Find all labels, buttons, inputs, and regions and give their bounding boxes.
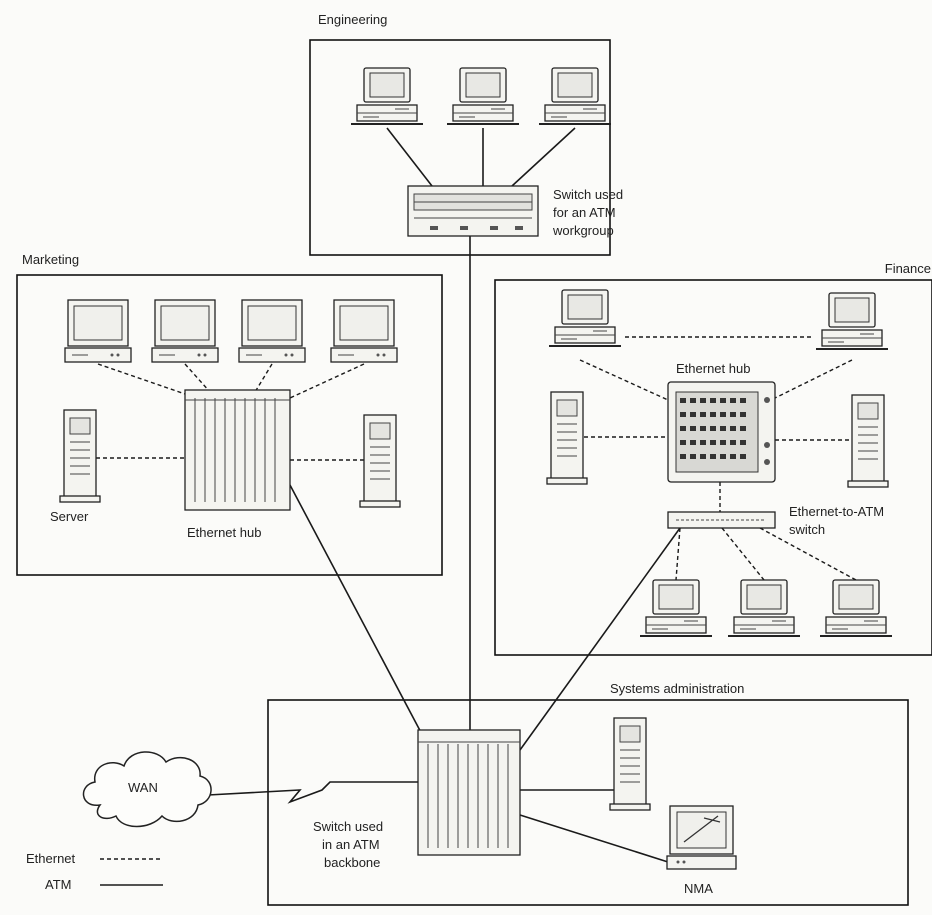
server-label: Server [50,509,89,524]
nma-label: NMA [684,881,713,896]
atm-link-wan [208,782,418,802]
eth-atm-switch-label-2: switch [789,522,825,537]
finance-hub-label: Ethernet hub [676,361,750,376]
marketing-title: Marketing [22,252,79,267]
marketing-monitor-icon [331,300,397,362]
atm-link-nma [520,815,668,862]
switch-workgroup-label-3: workgroup [552,223,614,238]
marketing-hub-label: Ethernet hub [187,525,261,540]
atm-backbone-switch-icon [418,730,520,855]
finance-computer-icon [640,580,712,636]
finance-title: Finance [885,261,931,276]
eth-link-mkt-pc3 [255,364,272,392]
engineering-computer-icon [539,68,611,124]
atm-link-finance [520,528,680,750]
switch-workgroup-label-2: for an ATM [553,205,616,220]
systems-admin-region [268,700,908,905]
marketing-ethernet-hub-icon [185,390,290,510]
switch-backbone-label-3: backbone [324,855,380,870]
eth-link-mkt-pc1 [98,364,188,395]
engineering-computer-icon [447,68,519,124]
marketing-monitor-icon [152,300,218,362]
marketing-tower-icon [360,415,400,507]
atm-link-marketing [290,485,425,740]
sysadmin-server-icon [610,718,650,810]
switch-workgroup-label-1: Switch used [553,187,623,202]
wan-label: WAN [128,780,158,795]
finance-tower-icon [547,392,587,484]
engineering-computer-icon [351,68,423,124]
legend: Ethernet ATM [26,851,163,892]
finance-computer-icon [549,290,621,346]
finance-computer-icon [820,580,892,636]
finance-computer-icon [728,580,800,636]
eth-link-mkt-pc4 [290,364,364,398]
finance-tower-icon [848,395,888,487]
marketing-monitor-icon [65,300,131,362]
atm-workgroup-switch-icon [408,186,538,236]
switch-backbone-label-2: in an ATM [322,837,380,852]
engineering-title: Engineering [318,12,387,27]
finance-computer-icon [816,293,888,349]
legend-atm-label: ATM [45,877,71,892]
eth-atm-switch-label-1: Ethernet-to-ATM [789,504,884,519]
eth-link-fin-pc3 [676,528,680,580]
eth-link-fin-pc2 [775,360,852,398]
nma-workstation-icon [667,806,736,869]
marketing-monitor-icon [239,300,305,362]
finance-ethernet-hub-icon [668,382,775,482]
marketing-server-icon [60,410,100,502]
atm-link-eng-pc1 [387,128,432,186]
legend-ethernet-label: Ethernet [26,851,76,866]
eth-link-fin-pc1 [580,360,668,400]
eth-link-mkt-pc2 [185,364,210,392]
eth-link-fin-pc4 [722,528,764,580]
ethernet-to-atm-switch-icon [668,512,775,528]
systems-admin-title: Systems administration [610,681,744,696]
atm-link-eng-pc3 [512,128,575,186]
switch-backbone-label-1: Switch used [313,819,383,834]
